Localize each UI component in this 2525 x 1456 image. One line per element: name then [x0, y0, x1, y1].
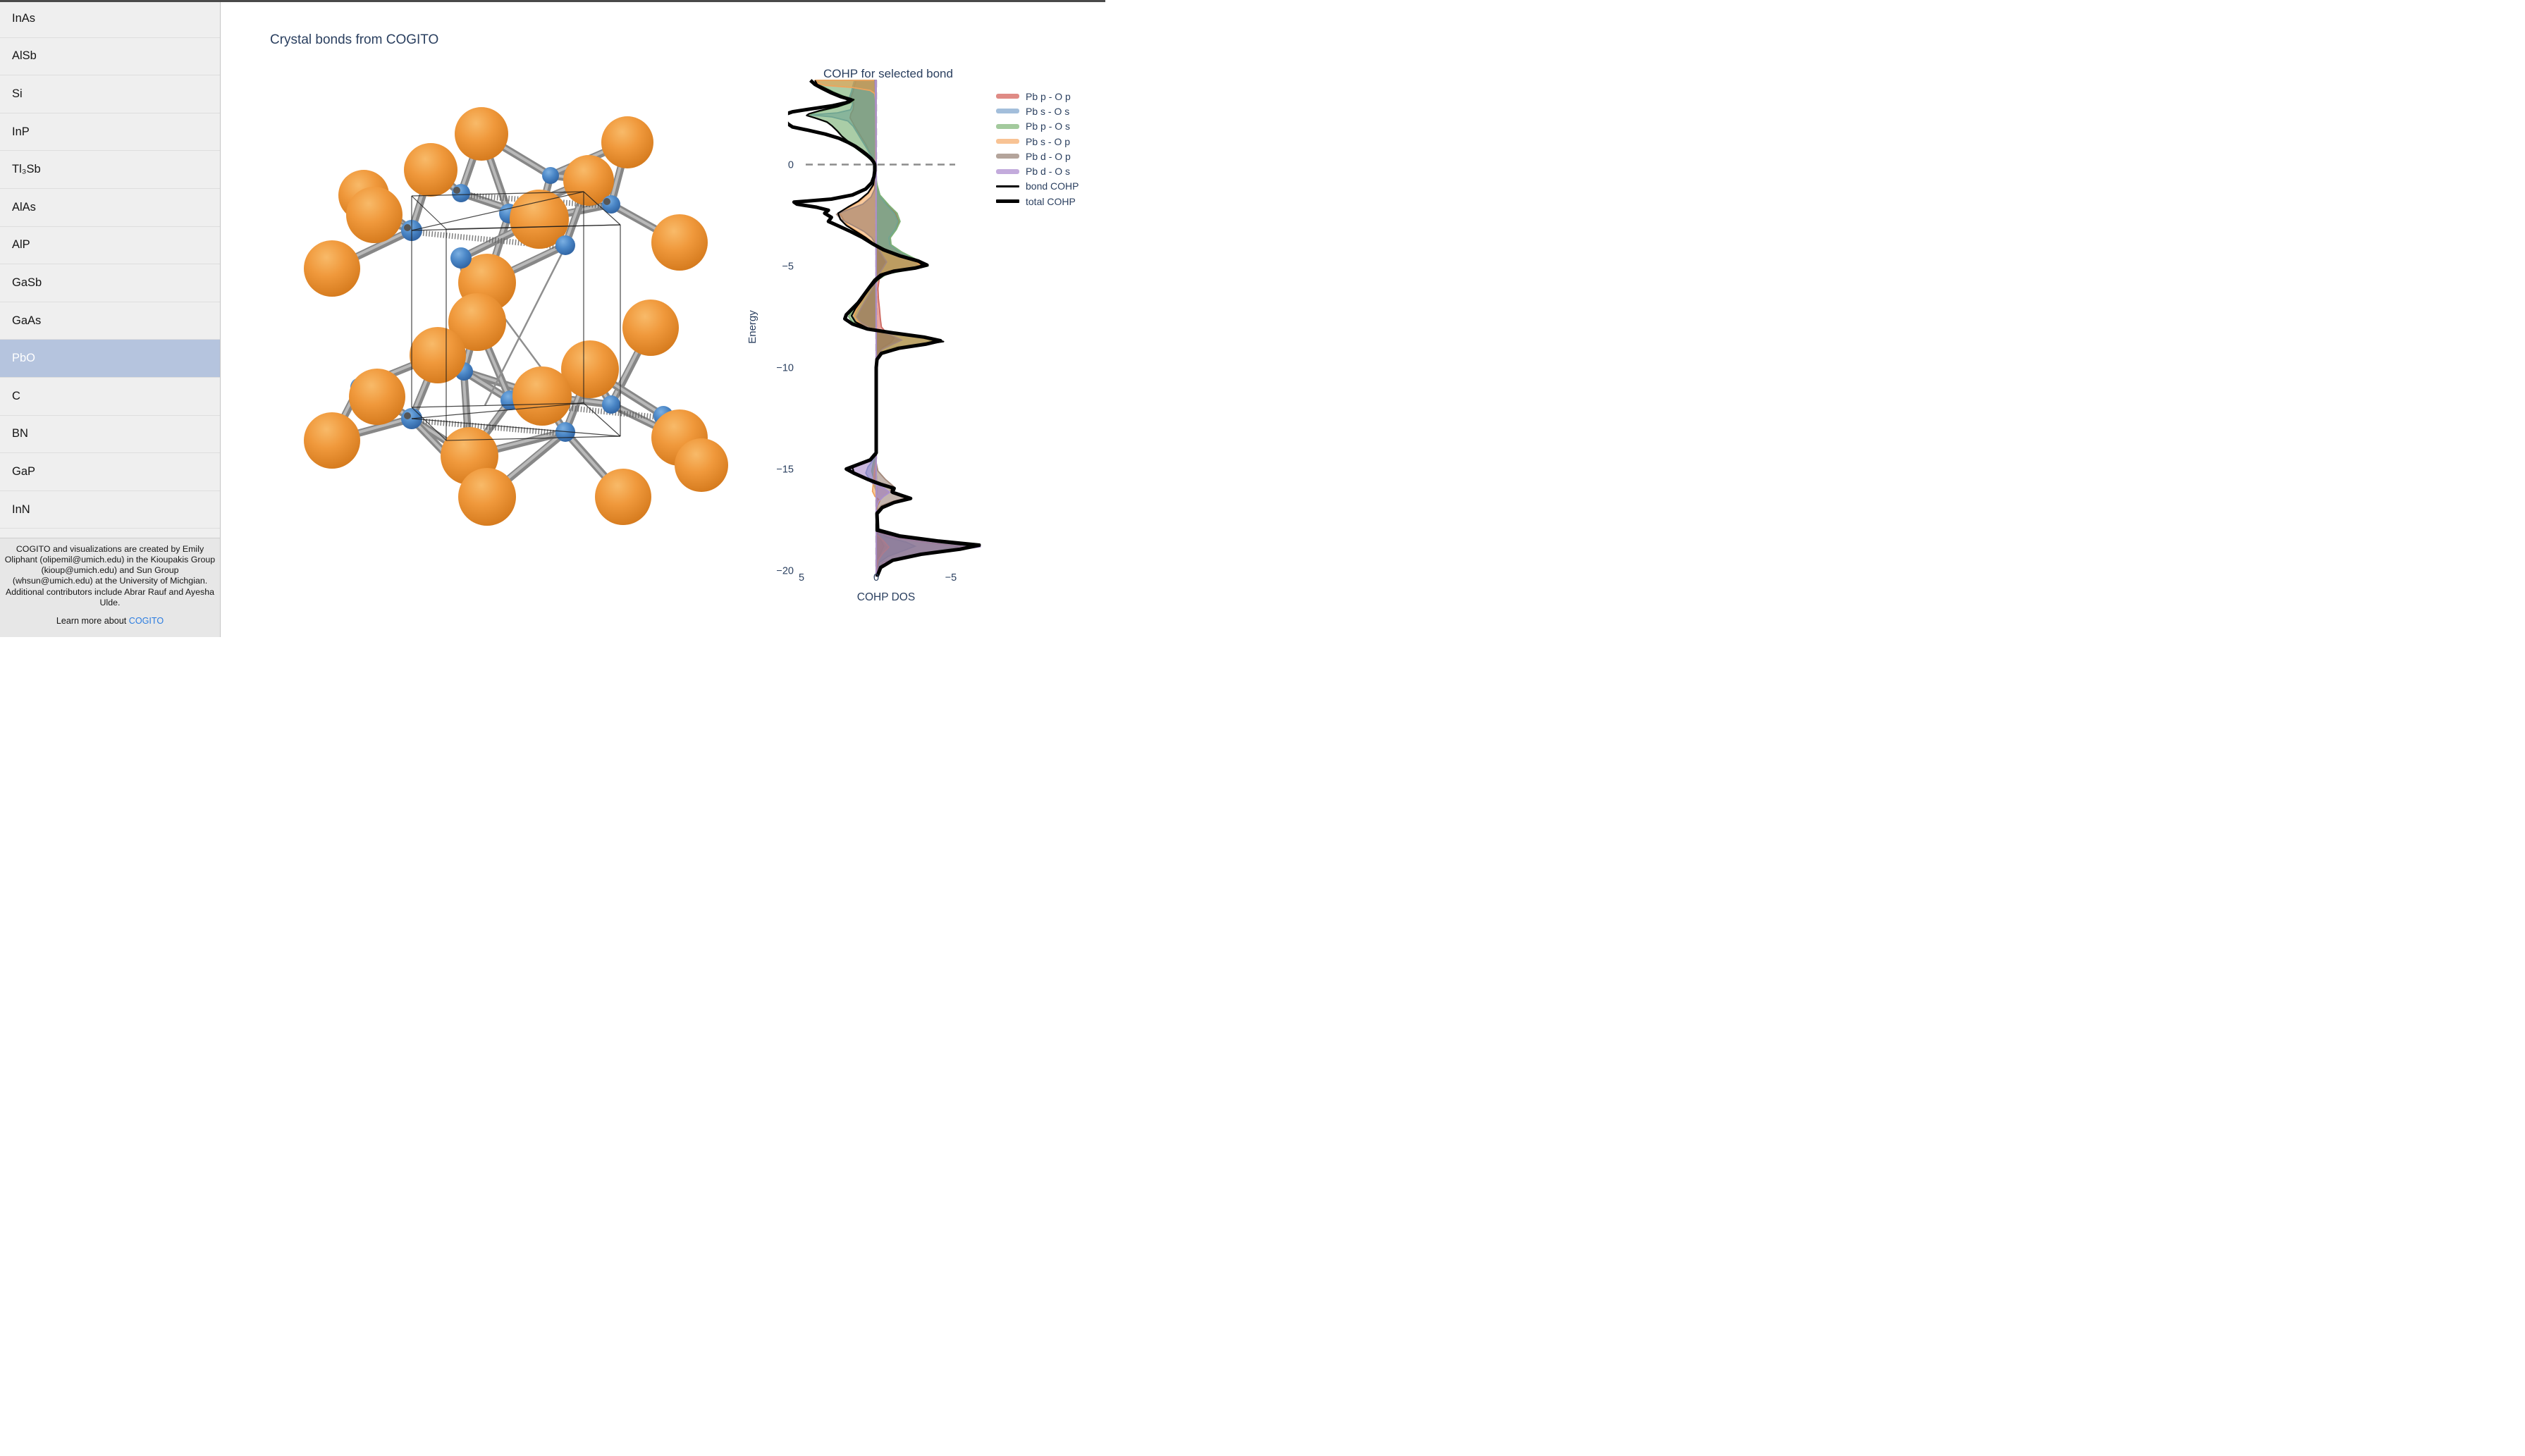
sidebar-item-bn[interactable]: BN	[0, 415, 220, 454]
page-title: Crystal bonds from COGITO	[270, 32, 439, 47]
unit-cell-edge	[583, 191, 621, 226]
occluded-bond-stub	[603, 198, 610, 205]
unit-cell-edge	[411, 402, 584, 408]
pb-atom[interactable]	[304, 240, 360, 297]
sidebar-item-c[interactable]: C	[0, 377, 220, 416]
pb-atom[interactable]	[346, 187, 403, 243]
legend-swatch-purple	[996, 168, 1019, 174]
material-list-sidebar: InAs AlSb Si InP Tl₃Sb AlAs AlP GaSb GaA…	[0, 0, 221, 637]
legend-item-bond-cohp[interactable]: bond COHP	[996, 179, 1079, 194]
unit-cell-edge	[411, 195, 447, 230]
pb-atom[interactable]	[304, 412, 360, 469]
unit-cell-edge	[411, 191, 584, 231]
sidebar-item-inas[interactable]: InAs	[0, 0, 220, 38]
pb-atom[interactable]	[448, 293, 506, 351]
o-atom[interactable]	[555, 235, 575, 255]
pb-atom[interactable]	[622, 300, 679, 356]
chart-legend: Pb p - O p Pb s - O s Pb p - O s Pb s - …	[996, 89, 1079, 209]
o-atom[interactable]	[452, 184, 470, 202]
unit-cell-edge	[411, 418, 621, 437]
o-atom[interactable]	[450, 247, 472, 269]
pb-atom[interactable]	[458, 468, 516, 526]
legend-swatch-blue	[996, 109, 1019, 114]
pb-atom[interactable]	[510, 190, 569, 249]
cogito-link[interactable]: COGITO	[128, 615, 164, 626]
sidebar-item-gasb[interactable]: GaSb	[0, 264, 220, 302]
sidebar-item-alsb[interactable]: AlSb	[0, 37, 220, 76]
cohp-chart-title: COHP for selected bond	[823, 67, 953, 80]
legend-swatch-orange	[996, 139, 1019, 144]
window-top-edge	[0, 0, 1105, 2]
pb-atom[interactable]	[675, 438, 728, 492]
y-axis-title: Energy	[747, 310, 758, 344]
x-axis-title: COHP DOS	[857, 591, 915, 603]
pb-atom[interactable]	[651, 214, 708, 271]
legend-swatch-green	[996, 123, 1019, 129]
legend-item-total-cohp[interactable]: total COHP	[996, 194, 1079, 209]
selected-bond-dotted-line	[417, 418, 562, 436]
sidebar-item-gaas[interactable]: GaAs	[0, 302, 220, 340]
legend-item-pb-p-o-s[interactable]: Pb p - O s	[996, 119, 1079, 134]
sidebar-footer: COGITO and visualizations are created by…	[0, 538, 220, 637]
legend-item-pb-s-o-p[interactable]: Pb s - O p	[996, 134, 1079, 149]
legend-swatch-total-line	[996, 199, 1019, 204]
unit-cell-lines	[411, 191, 621, 441]
legend-swatch-bond-line	[996, 185, 1019, 187]
attribution-text: COGITO and visualizations are created by…	[4, 544, 216, 607]
sidebar-item-tl3sb[interactable]: Tl₃Sb	[0, 151, 220, 189]
o-atom[interactable]	[602, 395, 620, 414]
legend-item-pb-d-o-p[interactable]: Pb d - O p	[996, 149, 1079, 164]
occluded-bond-stub	[404, 412, 411, 419]
cohp-line-totalCOHP	[787, 79, 981, 578]
sidebar-item-si[interactable]: Si	[0, 75, 220, 113]
sidebar-filler	[0, 529, 220, 538]
sidebar-item-pbo-selected[interactable]: PbO	[0, 340, 220, 378]
learn-more-line: Learn more about COGITO	[4, 616, 216, 627]
x-tick-label: 5	[799, 572, 804, 584]
y-tick-label: −15	[776, 464, 794, 476]
sidebar-item-gap[interactable]: GaP	[0, 453, 220, 491]
x-tick-label: −5	[945, 572, 957, 584]
pb-atom[interactable]	[512, 366, 572, 426]
occluded-bond-stub	[404, 224, 411, 231]
unit-cell-edge	[411, 402, 584, 419]
unit-cell-edge	[411, 191, 584, 197]
pb-atom[interactable]	[595, 469, 651, 525]
thin-bond-line	[484, 246, 567, 406]
legend-swatch-red	[996, 94, 1019, 99]
unit-cell-edge	[583, 402, 621, 437]
legend-item-pb-p-o-p[interactable]: Pb p - O p	[996, 89, 1079, 104]
unit-cell-edge	[411, 407, 447, 441]
sidebar-item-alp[interactable]: AlP	[0, 226, 220, 265]
sidebar-item-inn[interactable]: InN	[0, 491, 220, 529]
legend-item-pb-d-o-s[interactable]: Pb d - O s	[996, 164, 1079, 178]
atoms-group	[304, 107, 728, 526]
y-tick-label: −10	[776, 363, 794, 374]
selected-bond-dotted-line	[465, 192, 607, 209]
occluded-bond-stub	[453, 187, 460, 194]
pb-atom[interactable]	[561, 340, 619, 398]
pb-atom[interactable]	[404, 143, 457, 197]
x-tick-label: 0	[873, 572, 879, 584]
y-tick-label: −20	[776, 566, 794, 577]
unit-cell-edge	[446, 436, 621, 441]
crystal-structure-viewer[interactable]	[282, 78, 733, 617]
pb-atom[interactable]	[410, 327, 466, 383]
pb-atom[interactable]	[601, 116, 653, 168]
unit-cell-edge	[411, 224, 621, 231]
y-tick-label: 0	[788, 160, 794, 171]
legend-item-pb-s-o-s[interactable]: Pb s - O s	[996, 104, 1079, 118]
pb-atom[interactable]	[349, 369, 405, 425]
sidebar-item-inp[interactable]: InP	[0, 113, 220, 152]
y-tick-label: −5	[782, 261, 794, 273]
learn-more-prefix: Learn more about	[56, 615, 129, 626]
legend-swatch-brown	[996, 154, 1019, 159]
sidebar-item-alas[interactable]: AlAs	[0, 188, 220, 227]
o-atom[interactable]	[542, 167, 559, 184]
pb-atom[interactable]	[455, 107, 508, 161]
